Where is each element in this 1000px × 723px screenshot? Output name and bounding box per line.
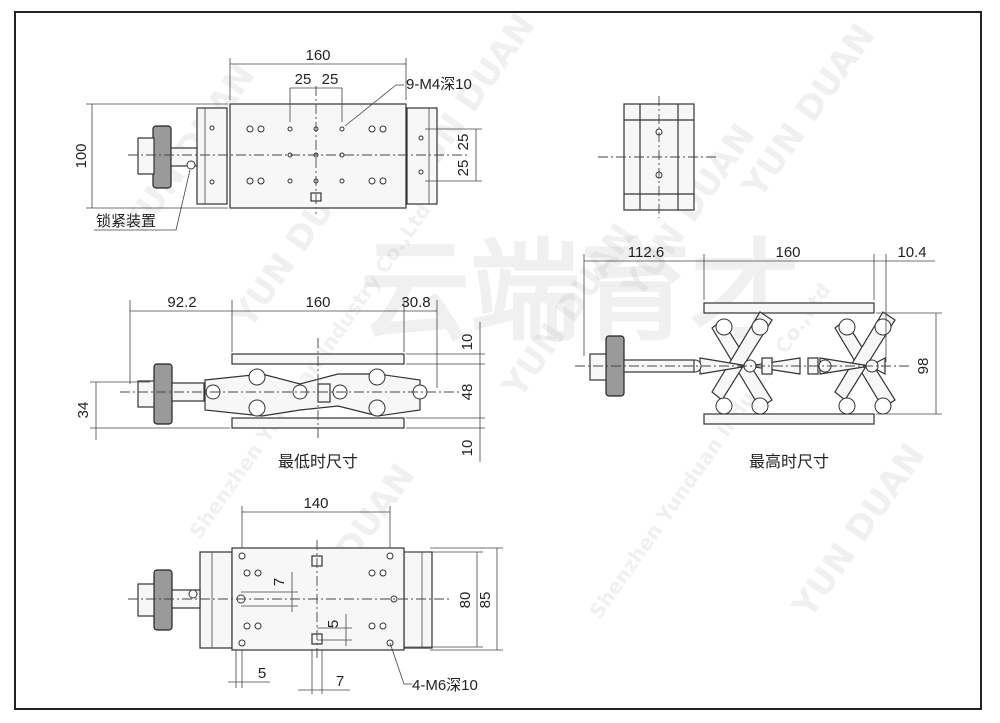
dim-side-25: 25 <box>455 134 472 151</box>
dim-mid-160-high: 160 <box>775 244 800 261</box>
end-block-left-bottom <box>199 551 233 649</box>
label-holes-m6: 4-M6深10 <box>412 677 478 694</box>
dim-width-160: 160 <box>305 47 330 64</box>
label-holes-m4: 9-M4深10 <box>406 76 472 93</box>
dim-offset-7: 7 <box>271 578 288 586</box>
handwheel <box>152 125 172 189</box>
dim-spacing-25: 25 <box>322 71 339 88</box>
dim-height-34: 34 <box>75 402 92 419</box>
dim-top-10: 10 <box>459 334 476 351</box>
dim-height-80: 80 <box>457 592 474 609</box>
dim-height-85: 85 <box>477 592 494 609</box>
caption-highest: 最高时尺寸 <box>749 452 829 471</box>
dim-right-30: 30.8 <box>401 294 430 311</box>
handwheel-hub <box>137 137 155 175</box>
end-view <box>598 96 716 218</box>
scissor-arms-high <box>688 311 896 415</box>
dim-width-140: 140 <box>303 495 328 512</box>
highest-view: 112.6 160 10.4 98 最高时尺寸 <box>575 244 942 471</box>
dim-height-98: 98 <box>915 358 932 375</box>
end-block-right-bottom <box>403 551 433 649</box>
dim-edge-5: 5 <box>258 665 266 682</box>
dim-mid-160: 160 <box>305 294 330 311</box>
dim-offset-5: 5 <box>325 620 342 628</box>
dim-side-25: 25 <box>455 160 472 177</box>
caption-lowest: 最低时尺寸 <box>278 452 358 471</box>
dim-edge-7: 7 <box>336 673 344 690</box>
lowest-view: 92.2 160 30.8 10 48 10 34 最低时尺寸 <box>75 294 485 471</box>
top-plate-high <box>703 302 875 314</box>
top-view: 160 25 25 9-M4深10 100 25 25 锁紧装置 <box>73 47 482 231</box>
watermark-text: YUN DUAN <box>734 17 883 206</box>
handwheel-low <box>153 363 173 425</box>
label-lock-device: 锁紧装置 <box>96 213 156 230</box>
dim-height-100: 100 <box>73 143 90 168</box>
end-block-left <box>196 107 228 205</box>
lock-screw <box>186 160 196 170</box>
scissor-arms-low <box>204 373 421 417</box>
dim-bot-10: 10 <box>459 440 476 457</box>
base-plate-high <box>703 413 875 425</box>
watermark-text: 云端育才 <box>360 228 800 356</box>
dim-right-10: 10.4 <box>897 244 926 261</box>
bottom-view: 140 7 5 5 7 80 85 4-M6深10 <box>128 495 503 694</box>
dim-left-92: 92.2 <box>167 294 196 311</box>
dim-mid-48: 48 <box>459 384 476 401</box>
end-block-right <box>406 107 438 205</box>
handwheel-bottom <box>153 569 173 631</box>
dim-spacing-25: 25 <box>295 71 312 88</box>
dim-left-112: 112.6 <box>628 244 664 261</box>
